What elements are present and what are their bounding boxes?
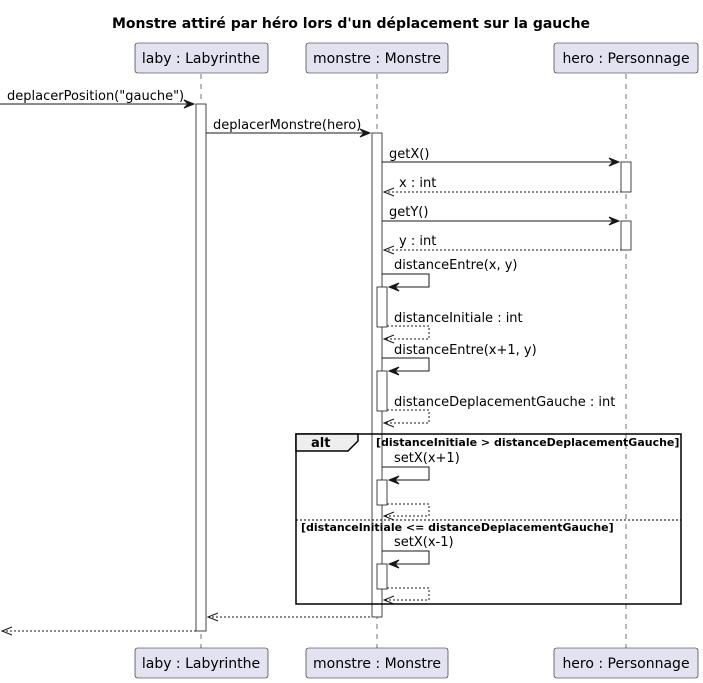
message-7-line xyxy=(382,273,430,288)
alt-frame xyxy=(295,433,682,605)
message-13-label: setX(x-1) xyxy=(394,535,454,550)
message-13-line xyxy=(382,550,430,565)
message-7-label: distanceEntre(x, y) xyxy=(394,258,518,273)
alt-frame-tag-label: alt xyxy=(311,436,330,451)
message-16-arrow xyxy=(0,626,13,636)
message-9-arrow xyxy=(387,366,400,376)
message-4-label: x : int xyxy=(399,176,436,191)
message-3-arrow xyxy=(608,157,621,167)
message-9-line xyxy=(382,357,430,372)
participant-label-monstre-top: monstre : Monstre xyxy=(313,51,441,67)
diagram-title: Monstre attiré par héro lors d'un déplac… xyxy=(112,16,590,32)
message-11-arrow xyxy=(387,475,400,485)
message-9-label: distanceEntre(x+1, y) xyxy=(394,343,537,358)
activation-monstre-setx-2 xyxy=(376,563,388,590)
participant-label-hero-top: hero : Personnage xyxy=(562,51,689,67)
message-15-arrow xyxy=(206,612,219,622)
message-3-label: getX() xyxy=(389,147,429,162)
message-8-arrow xyxy=(382,334,395,344)
message-1-arrow xyxy=(183,99,196,109)
message-10-line xyxy=(384,409,430,424)
message-5-label: getY() xyxy=(389,205,428,220)
participant-box-monstre-bottom xyxy=(305,647,449,679)
message-2-arrow xyxy=(359,128,372,138)
message-8-label: distanceInitiale : int xyxy=(394,311,523,326)
activation-monstre-distance-1 xyxy=(376,286,388,328)
message-7-arrow xyxy=(387,282,400,292)
message-6-label: y : int xyxy=(399,234,436,249)
participant-label-laby-bottom: laby : Labyrinthe xyxy=(142,656,260,672)
message-1-label: deplacerPosition("gauche") xyxy=(7,89,184,104)
message-10-label: distanceDeplacementGauche : int xyxy=(394,395,615,410)
alt-guard-1: [distanceInitiale > distanceDeplacementG… xyxy=(376,436,679,449)
participant-label-monstre-bottom: monstre : Monstre xyxy=(313,656,441,672)
activation-monstre-distance-2 xyxy=(376,370,388,412)
message-4-arrow xyxy=(382,187,395,197)
activation-hero-gety xyxy=(620,220,632,251)
message-2-label: deplacerMonstre(hero) xyxy=(213,118,361,133)
participant-box-monstre-top xyxy=(305,42,449,74)
message-12-line xyxy=(384,503,430,517)
activation-laby xyxy=(195,103,207,632)
message-13-arrow xyxy=(387,559,400,569)
message-14-arrow xyxy=(382,595,395,605)
message-14-line xyxy=(384,587,430,601)
activation-hero-getx xyxy=(620,161,632,193)
alt-guard-2: [distanceInitiale <= distanceDeplacement… xyxy=(301,521,614,534)
message-5-arrow xyxy=(608,216,621,226)
message-8-line xyxy=(384,325,430,340)
participant-label-hero-bottom: hero : Personnage xyxy=(562,656,689,672)
message-12-arrow xyxy=(382,511,395,521)
message-6-arrow xyxy=(382,245,395,255)
participant-box-hero-bottom xyxy=(553,647,699,679)
message-11-line xyxy=(382,466,430,481)
participant-label-laby-top: laby : Labyrinthe xyxy=(142,51,260,67)
activation-monstre-setx-1 xyxy=(376,479,388,506)
message-11-label: setX(x+1) xyxy=(394,451,460,466)
participant-box-hero-top xyxy=(553,42,699,74)
alt-frame-tag xyxy=(295,433,359,452)
participant-box-laby-bottom xyxy=(134,647,269,679)
participant-box-laby-top xyxy=(134,42,269,74)
message-10-arrow xyxy=(382,418,395,428)
